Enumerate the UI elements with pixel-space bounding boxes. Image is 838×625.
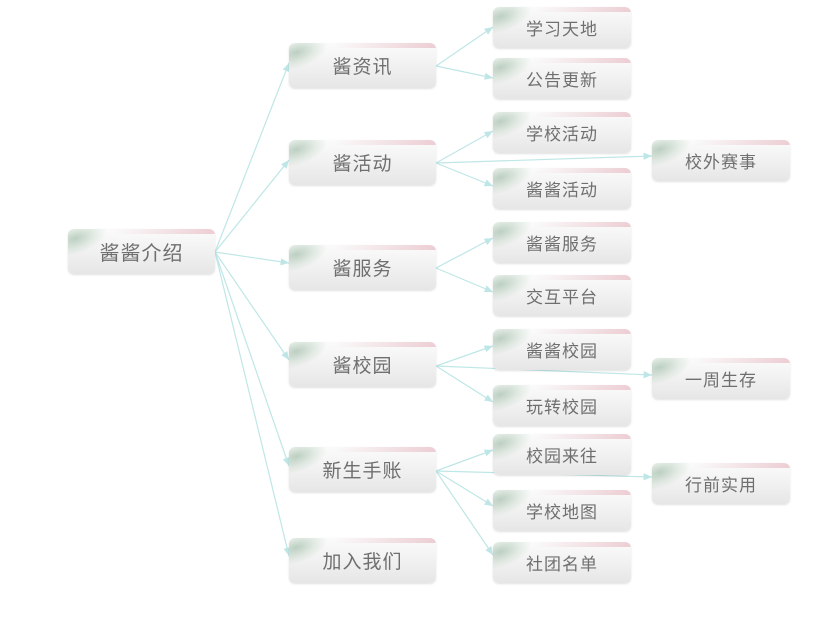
link-xiaoyuan-wanzhuanxiaoyuan [435,365,494,403]
link-shouzhang-shetuanmingdan [435,470,494,556]
link-root-huodong [214,159,290,253]
link-xiaoyuan-jiangjiangxiaoyuan [435,345,494,367]
link-root-shouzhang [214,251,290,467]
child-node-jiangjiangxiaoyuan[interactable]: 酱酱校园 [493,329,631,370]
child-node-jiangjiangfuwu[interactable]: 酱酱服务 [493,222,631,263]
link-fuwu-jiangjiangfuwu [435,237,494,269]
link-zixun-xuexitiandi [435,26,494,67]
section-node-jiaru[interactable]: 加入我们 [289,538,436,583]
root-node[interactable]: 酱酱介绍 [68,229,215,274]
link-shouzhang-xuexiaoditu [435,470,494,507]
child-node-jiangjianghuodong[interactable]: 酱酱活动 [493,168,631,209]
link-fuwu-jiaohupingtai [435,267,494,293]
child-node-jiaohupingtai[interactable]: 交互平台 [493,275,631,316]
link-huodong-jiangjianghuodong [435,162,494,187]
child-node-xuexitiandi[interactable]: 学习天地 [493,7,631,48]
link-zixun-gonggaogengxin [435,65,494,80]
child-node-gonggaogengxin[interactable]: 公告更新 [493,58,631,99]
extra-node-yizhoushengcun[interactable]: 一周生存 [652,358,790,399]
child-node-xuexiaohuodong[interactable]: 学校活动 [493,112,631,153]
link-root-jiaru [214,251,291,557]
link-huodong-xiaowaisaishi [435,152,653,164]
link-shouzhang-xiaoyuanlaiwang [435,449,494,472]
child-node-xuexiaoditu[interactable]: 学校地图 [493,490,631,531]
section-node-huodong[interactable]: 酱活动 [289,140,436,185]
section-node-shouzhang[interactable]: 新生手账 [289,447,436,492]
section-node-fuwu[interactable]: 酱服务 [289,245,436,290]
section-node-xiaoyuan[interactable]: 酱校园 [289,342,436,387]
extra-node-xingqianshiyong[interactable]: 行前实用 [652,463,790,504]
link-root-xiaoyuan [214,251,290,361]
section-node-zixun[interactable]: 酱资讯 [289,43,436,88]
link-root-fuwu [214,251,290,266]
link-xiaoyuan-yizhoushengcun [435,365,653,379]
child-node-xiaoyuanlaiwang[interactable]: 校园来往 [493,434,631,475]
child-node-wanzhuanxiaoyuan[interactable]: 玩转校园 [493,385,631,426]
link-root-zixun [214,62,290,253]
extra-node-xiaowaisaishi[interactable]: 校外赛事 [652,140,790,181]
child-node-shetuanmingdan[interactable]: 社团名单 [493,542,631,583]
link-huodong-xuexiaohuodong [435,130,494,164]
